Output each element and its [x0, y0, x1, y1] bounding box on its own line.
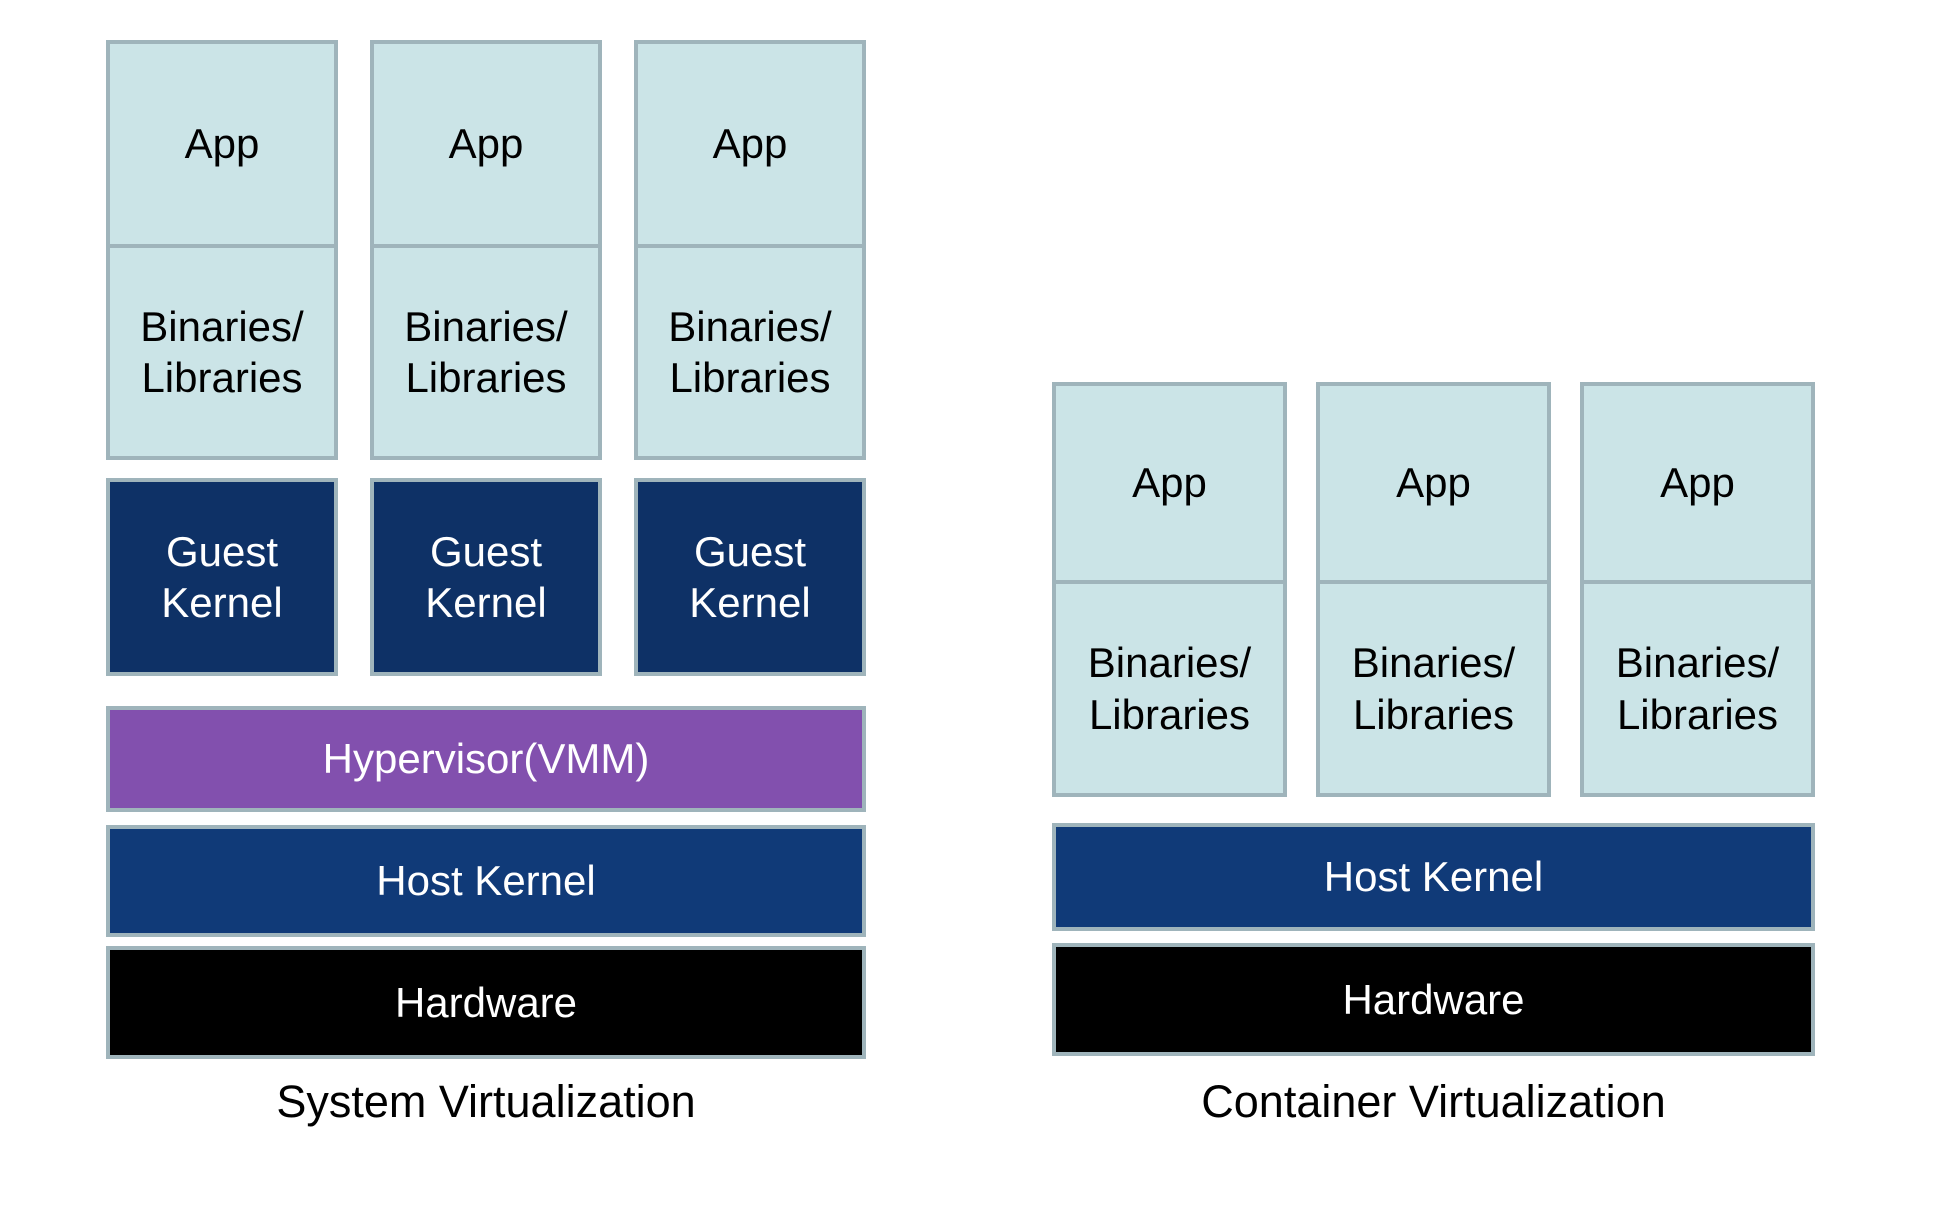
host-kernel-bar: Host Kernel [106, 825, 866, 937]
libraries-label: Libraries [1088, 690, 1251, 738]
kernel-label: Kernel [425, 579, 547, 626]
guest-kernel-box: Guest Kernel [370, 478, 602, 676]
app-label: App [1132, 459, 1207, 507]
binaries-label: Binaries/ [1087, 639, 1252, 687]
guest-kernel-box: Guest Kernel [106, 478, 338, 676]
app-box: App [1052, 382, 1287, 584]
app-label: App [1396, 459, 1471, 507]
binaries-label: Binaries/ [404, 302, 568, 350]
binaries-label: Binaries/ [140, 302, 304, 350]
libraries-label: Libraries [669, 354, 831, 401]
binaries-label: Binaries/ [1615, 639, 1780, 687]
app-box: App [106, 40, 338, 248]
hypervisor-label: Hypervisor(VMM) [322, 735, 650, 783]
app-label: App [184, 120, 260, 168]
host-kernel-label: Host Kernel [1323, 853, 1544, 901]
libraries-label: Libraries [1616, 690, 1779, 738]
guest-label: Guest [693, 527, 807, 575]
binaries-label: Binaries/ [668, 302, 832, 350]
hardware-bar: Hardware [1052, 943, 1815, 1056]
guest-label: Guest [429, 527, 543, 575]
app-label: App [712, 120, 788, 168]
libraries-label: Libraries [405, 354, 567, 401]
app-box: App [1316, 382, 1551, 584]
libraries-label: Libraries [1352, 690, 1515, 738]
libraries-label: Libraries [141, 354, 303, 401]
host-kernel-bar: Host Kernel [1052, 823, 1815, 931]
app-box: App [1580, 382, 1815, 584]
hardware-label: Hardware [394, 978, 578, 1026]
app-label: App [1660, 459, 1735, 507]
binaries-libraries-box: Binaries/ Libraries [634, 244, 866, 460]
binaries-label: Binaries/ [1351, 639, 1516, 687]
kernel-label: Kernel [689, 579, 811, 626]
hypervisor-bar: Hypervisor(VMM) [106, 706, 866, 812]
hardware-label: Hardware [1342, 975, 1525, 1023]
guest-label: Guest [165, 527, 279, 575]
app-box: App [634, 40, 866, 248]
system-virtualization-caption: System Virtualization [276, 1076, 696, 1127]
app-box: App [370, 40, 602, 248]
hardware-bar: Hardware [106, 946, 866, 1059]
host-kernel-label: Host Kernel [376, 857, 596, 905]
binaries-libraries-box: Binaries/ Libraries [370, 244, 602, 460]
binaries-libraries-box: Binaries/ Libraries [1580, 580, 1815, 797]
kernel-label: Kernel [161, 579, 283, 626]
binaries-libraries-box: Binaries/ Libraries [106, 244, 338, 460]
binaries-libraries-box: Binaries/ Libraries [1052, 580, 1287, 797]
container-virtualization-caption: Container Virtualization [1201, 1076, 1666, 1127]
guest-kernel-box: Guest Kernel [634, 478, 866, 676]
binaries-libraries-box: Binaries/ Libraries [1316, 580, 1551, 797]
app-label: App [448, 120, 524, 168]
